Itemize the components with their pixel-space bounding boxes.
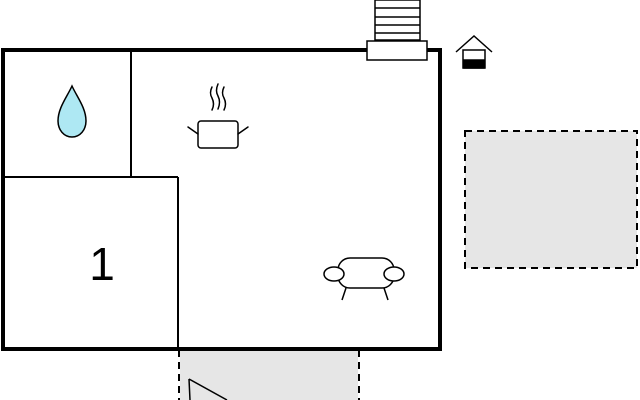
water-drop-icon xyxy=(57,84,87,138)
stairs-icon xyxy=(366,0,428,61)
cooking-pot-icon xyxy=(187,83,249,149)
terrace-right xyxy=(464,130,638,269)
room-number-label: 1 xyxy=(89,238,115,290)
house-icon xyxy=(455,34,493,69)
armchair-icon xyxy=(323,257,405,301)
terrace-bottom xyxy=(178,350,360,400)
outer-wall xyxy=(1,48,442,351)
arrow-icon xyxy=(188,378,228,400)
terrace-bottom-fill xyxy=(180,350,358,400)
